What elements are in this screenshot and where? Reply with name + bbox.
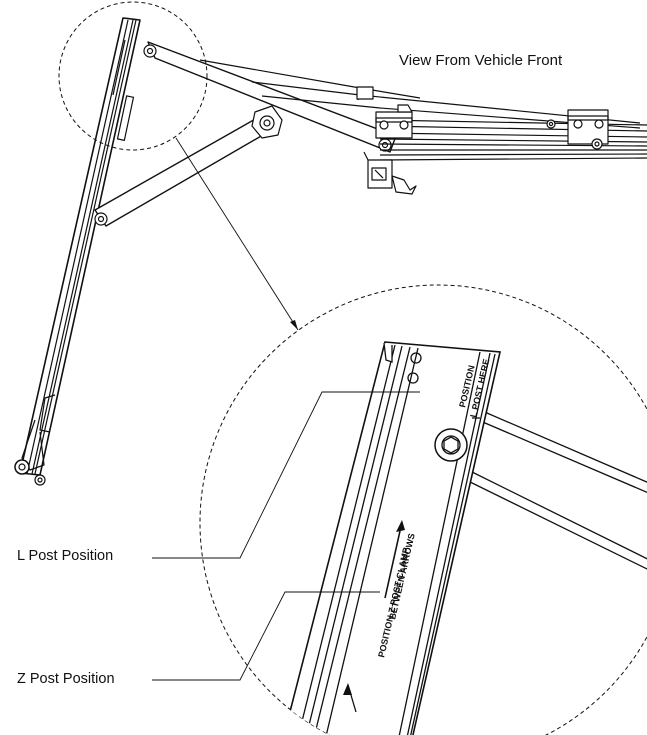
brace-bar <box>94 105 283 227</box>
view-caption: View From Vehicle Front <box>399 52 563 69</box>
detail-leader-arrow <box>290 320 298 330</box>
detail-reference-circle <box>58 1 208 151</box>
z-post-leader <box>152 591 380 681</box>
z-post-position-label: Z Post Position <box>17 671 115 687</box>
l-post-position-label: L Post Position <box>17 548 114 564</box>
detail-leader-line <box>175 137 299 331</box>
detail-post <box>273 341 501 735</box>
l-post-leader <box>152 391 420 559</box>
brackets <box>375 104 609 150</box>
overview-assembly <box>14 1 647 486</box>
arm-post <box>14 17 141 486</box>
callout-leaders <box>152 391 420 681</box>
detail-view: POSITION L POST HERE POSITION Z POST CLA… <box>199 284 647 735</box>
lower-clamp <box>363 151 417 195</box>
detail-link-bar <box>465 409 647 596</box>
